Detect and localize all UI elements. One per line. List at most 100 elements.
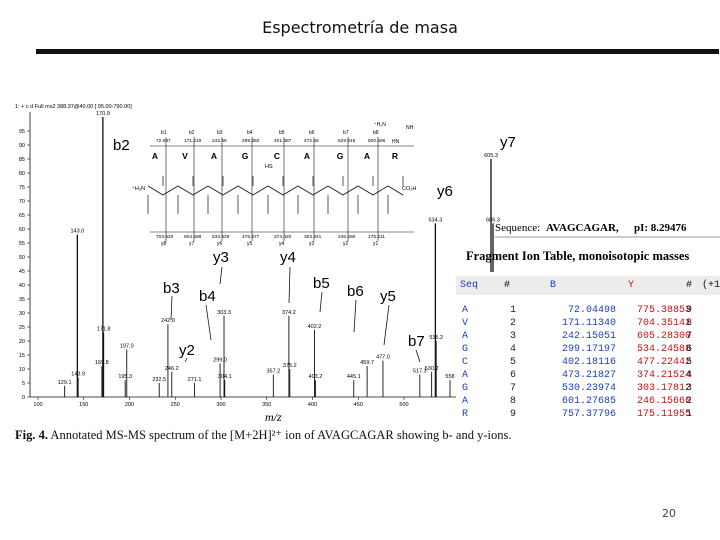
x-axis-label: m/z (265, 410, 282, 424)
y-index-5: y3 (309, 241, 315, 247)
ion-label-b3: b3 (163, 280, 180, 297)
ion-label-b5: b5 (313, 275, 330, 292)
peak-label-21: 459.7 (360, 360, 374, 366)
page-number: 20 (662, 507, 676, 520)
peak-label-22: 477.0 (376, 355, 390, 361)
cell-rev-num: 7 (686, 331, 693, 342)
y-tick-label-40: 40 (19, 283, 25, 289)
cell-rev-num: 1 (686, 409, 693, 420)
ion-pointer-7 (383, 304, 390, 346)
cell-rev-num: 5 (686, 357, 693, 368)
y-mass-4: 374.420 (274, 234, 292, 240)
peak-label-25: 534.3 (429, 217, 443, 223)
y-tick-label-5: 5 (22, 381, 25, 387)
peak-label-7: 197.0 (120, 343, 134, 349)
b-index-5: b6 (309, 130, 315, 136)
x-tick-label-400: 400 (308, 402, 317, 408)
y-tick-label-65: 65 (19, 213, 25, 219)
cell-b: 530.23974 (561, 383, 616, 394)
peak-label-5: 171.8 (97, 327, 111, 333)
x-tick-label-450: 450 (354, 402, 363, 408)
cell-y: 246.15666 (636, 396, 691, 407)
x-tick-label-500: 500 (399, 402, 408, 408)
header-y: Y (628, 280, 635, 291)
y-tick-label-45: 45 (19, 269, 25, 275)
slide-title: Espectrometría de masa (262, 18, 458, 37)
guanidino-label-1: HN (392, 139, 400, 145)
cell-b: 473.21827 (561, 370, 616, 381)
ion-label-y5: y5 (380, 288, 396, 305)
x-tick-label-100: 100 (33, 402, 42, 408)
cell-seq: A (462, 370, 469, 381)
cell-rev-num: 2 (686, 396, 693, 407)
ion-label-y6: y6 (437, 183, 453, 200)
y-index-2: y6 (217, 241, 223, 247)
peak-label-1: 143.0 (70, 229, 84, 235)
backbone (147, 185, 404, 196)
peak-label-0: 129.1 (58, 380, 72, 386)
cell-rev-num: 9 (686, 305, 693, 316)
x-tick-label-250: 250 (171, 402, 180, 408)
peak-label-8: 232.5 (152, 377, 166, 383)
peak-label-12: 299.0 (213, 357, 227, 363)
b-mass-4: 401.487 (274, 138, 292, 144)
y-mass-5: 303.341 (304, 234, 322, 240)
ion-label-b2: b2 (113, 137, 130, 154)
cell-num: 6 (509, 370, 516, 381)
peak-label-27: 558 (445, 374, 454, 380)
b-mass-6: 529.616 (338, 138, 356, 144)
peak-label-24: 530.2 (425, 366, 439, 372)
b-mass-5: 472.56 (304, 138, 319, 144)
ion-labels: b2 b3 b4 b5 b6 b7 y2 y3 y4 y5 y6 y7 (113, 134, 516, 359)
cell-y: 534.24588 (636, 344, 691, 355)
y-tick-label-70: 70 (19, 199, 25, 205)
y-index-7: y1 (373, 241, 379, 247)
cell-seq: R (462, 409, 469, 420)
y-tick-label-35: 35 (19, 297, 25, 303)
b-mass-3: 299.350 (242, 138, 260, 144)
y-tick-label-60: 60 (19, 227, 25, 233)
ion-label-b6: b6 (347, 283, 364, 300)
cell-num: 8 (509, 396, 516, 407)
spectrum-header: 1: + c d Full ms2 388.37@40.00 [ 95.00-7… (15, 104, 132, 110)
header-rev-num: # (686, 280, 693, 291)
y-mass-7: 175.211 (368, 234, 385, 240)
x-tick-label-300: 300 (216, 402, 225, 408)
b-index-4: b5 (279, 130, 285, 136)
x-tick-label-200: 200 (125, 402, 134, 408)
residue-4: C (274, 151, 280, 161)
b-index-1: b2 (189, 130, 195, 136)
cell-b: 402.18116 (561, 357, 616, 368)
y-tick-label-30: 30 (19, 311, 25, 317)
cell-seq: V (462, 318, 469, 329)
peptide-structure-diagram: b172.087703.520y8b2171.219604.588y7b3242… (132, 122, 416, 247)
cell-b: 72.04498 (567, 305, 616, 316)
ion-pointer-lines (170, 266, 421, 363)
cell-num: 5 (509, 357, 516, 368)
cell-seq: A (462, 305, 469, 316)
b-mass-7: 600.696 (368, 138, 386, 144)
guanidino-label-2: ⁺H₂N (374, 122, 386, 128)
cell-num: 2 (509, 318, 516, 329)
header-b: B (550, 280, 557, 291)
ion-label-y3: y3 (213, 249, 229, 266)
y-mass-6: 246.290 (338, 234, 356, 240)
ion-pointer-2 (184, 357, 188, 363)
y-tick-label-90: 90 (19, 143, 25, 149)
y-tick-label-15: 15 (19, 353, 25, 359)
y-tick-label-80: 80 (19, 171, 25, 177)
cell-num: 9 (509, 409, 516, 420)
b-mass-1: 171.219 (184, 138, 202, 144)
cell-rev-num: 3 (686, 383, 693, 394)
cell-seq: G (462, 383, 469, 394)
fragment-table-header: Seq # B Y # (+1 (456, 276, 720, 295)
y-mass-0: 703.520 (156, 234, 174, 240)
c-terminus-label: CO₂H (402, 186, 416, 192)
ion-pointer-3 (219, 266, 223, 285)
residue-5: A (304, 151, 310, 161)
ion-label-y4: y4 (280, 249, 296, 266)
residue-0: A (152, 151, 158, 161)
